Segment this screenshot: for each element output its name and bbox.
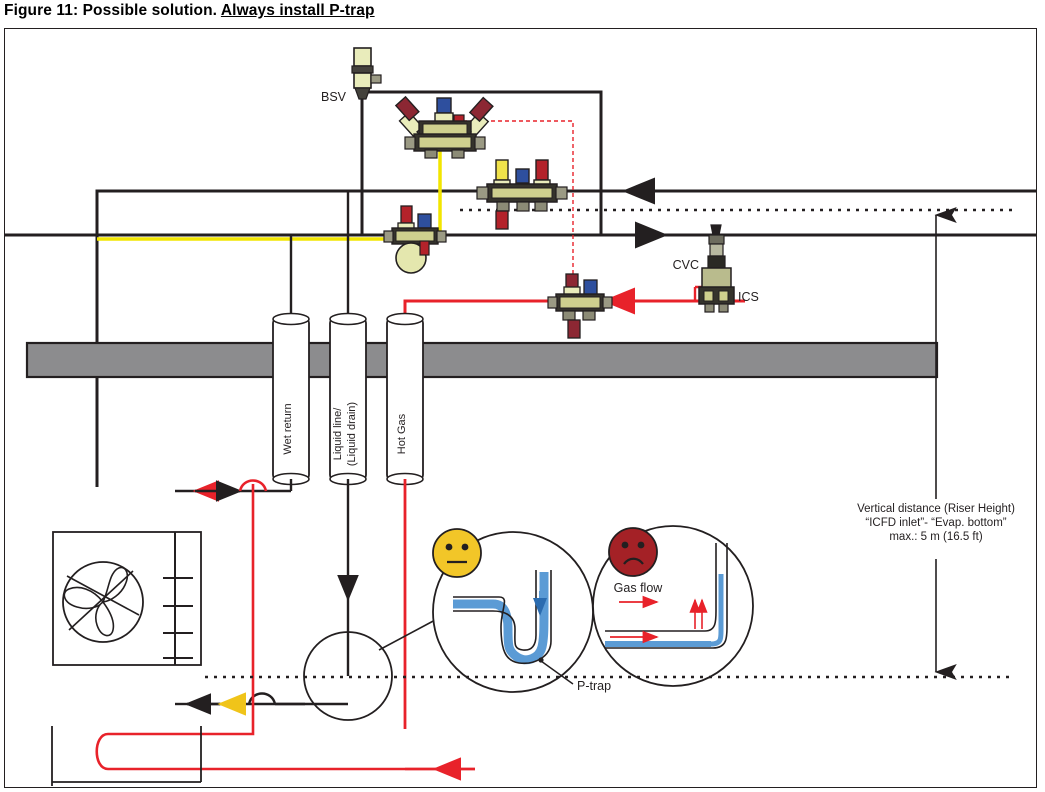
evaporator-unit bbox=[52, 531, 202, 666]
reference-dotted-lines bbox=[205, 208, 1013, 679]
icf-valve-station-main[interactable] bbox=[394, 95, 494, 159]
ics-label: ICS bbox=[738, 290, 759, 304]
bsv-branch-line bbox=[360, 90, 603, 235]
yellow-control-line bbox=[97, 137, 442, 241]
dimension-line-1: Vertical distance (Riser Height) bbox=[857, 503, 1015, 515]
riser-height-dimension: Vertical distance (Riser Height) “ICFD i… bbox=[857, 207, 1015, 680]
figure-caption: Figure 11: Possible solution. Always ins… bbox=[4, 2, 1039, 28]
dimension-line-3: max.: 5 m (16.5 ft) bbox=[889, 531, 982, 543]
pipe-hot-gas: Hot Gas bbox=[386, 312, 424, 729]
bsv-valve[interactable]: BSV bbox=[321, 47, 382, 104]
pipe-wet-return: Wet return bbox=[272, 235, 310, 491]
pipe-label-hot-gas: Hot Gas bbox=[396, 413, 408, 454]
drain-pan-outline bbox=[51, 726, 202, 786]
caption-prefix: Figure 11: Possible solution. bbox=[4, 2, 221, 19]
red-line-crossover-top bbox=[238, 479, 268, 492]
icf-valve-station-second[interactable] bbox=[476, 159, 568, 230]
bsv-label: BSV bbox=[321, 90, 347, 104]
elbow-detail-marker bbox=[275, 618, 438, 721]
pipe-label-liquid-line-2: (Liquid drain) bbox=[346, 402, 358, 466]
evaporator-bottom-header-line bbox=[175, 692, 305, 716]
cvc-label: CVC bbox=[673, 258, 699, 272]
caption-underlined: Always install P-trap bbox=[220, 2, 375, 19]
floor-slab bbox=[25, 341, 939, 379]
diagram-frame: Wet return Liquid line/ (Liquid drain) H… bbox=[4, 28, 1037, 788]
diagram-canvas: Wet return Liquid line/ (Liquid drain) H… bbox=[5, 47, 1036, 786]
pipe-liquid-line: Liquid line/ (Liquid drain) bbox=[329, 191, 367, 676]
pipe-label-liquid-line-1: Liquid line/ bbox=[332, 407, 344, 461]
suction-line-second bbox=[95, 177, 1036, 487]
fan-blades-icon bbox=[63, 566, 140, 637]
ics-valve[interactable]: CVC ICS bbox=[673, 224, 759, 313]
detail-circle-ptrap: P-trap bbox=[432, 528, 611, 693]
gas-flow-label: Gas flow bbox=[614, 581, 664, 595]
pipe-label-wet-return: Wet return bbox=[282, 403, 294, 454]
ptrap-label: P-trap bbox=[577, 679, 611, 693]
red-return-loop bbox=[95, 484, 475, 781]
icm-valve-yellow-line[interactable] bbox=[383, 205, 447, 274]
icfd-valve[interactable] bbox=[547, 273, 613, 339]
dimension-line-2: “ICFD inlet”- “Evap. bottom” bbox=[865, 517, 1006, 529]
detail-circle-notrap: Gas flow bbox=[592, 525, 754, 687]
